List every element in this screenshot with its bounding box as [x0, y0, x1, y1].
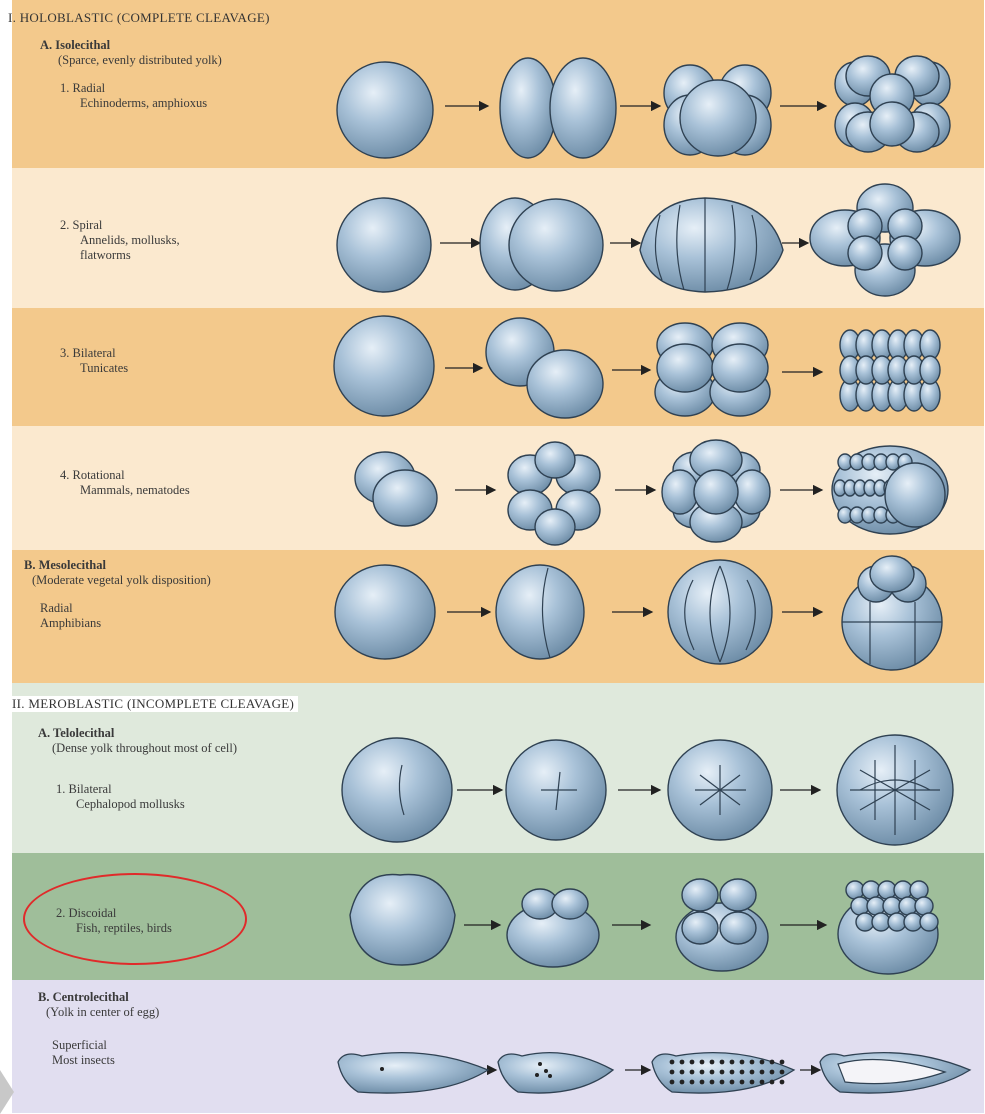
nucleus-dot [770, 1070, 775, 1075]
page-corner-shape [0, 1070, 14, 1114]
embryo-cell [888, 236, 922, 270]
embryo-cell [867, 897, 885, 915]
embryo-cell [915, 897, 933, 915]
embryo-cell [527, 350, 603, 418]
nucleus-dot [670, 1060, 675, 1065]
embryo-cell [904, 913, 922, 931]
nucleus-dot [740, 1070, 745, 1075]
nucleus-dot [535, 1073, 539, 1077]
nucleus-dot [680, 1080, 685, 1085]
nucleus-dot [680, 1060, 685, 1065]
nucleus-dot [710, 1060, 715, 1065]
embryo-cell [910, 881, 928, 899]
nucleus-dot [720, 1080, 725, 1085]
embryo-cell [552, 889, 588, 919]
embryo-cell [535, 509, 575, 545]
nucleus-dot [700, 1060, 705, 1065]
embryo-cell [920, 356, 940, 384]
embryo-cell [872, 913, 890, 931]
embryo-cell [498, 1053, 613, 1093]
nucleus-dot [750, 1070, 755, 1075]
nucleus-dot [780, 1060, 785, 1065]
embryo-cell [682, 912, 718, 944]
embryo-cell [373, 470, 437, 526]
embryo-cell [662, 470, 698, 514]
nucleus-dot [380, 1067, 384, 1071]
nucleus-dot [760, 1070, 765, 1075]
nucleus-dot [700, 1070, 705, 1075]
embryo-cell [550, 58, 616, 158]
nucleus-dot [710, 1070, 715, 1075]
nucleus-dot [720, 1060, 725, 1065]
embryo-cell [856, 913, 874, 931]
embryo-cell [668, 560, 772, 664]
embryo-cell [338, 1053, 488, 1093]
embryo-cell [720, 879, 756, 911]
nucleus-dot [690, 1080, 695, 1085]
nucleus-dot [730, 1070, 735, 1075]
embryo-cell [894, 881, 912, 899]
embryo-cell [883, 897, 901, 915]
embryo-cell [878, 881, 896, 899]
embryo-cell [885, 463, 945, 527]
embryo-cell [720, 912, 756, 944]
nucleus-dot [780, 1070, 785, 1075]
embryo-cell [712, 344, 768, 392]
embryo-cell [682, 879, 718, 911]
embryo-cell [680, 80, 756, 156]
embryo-cell [337, 62, 433, 158]
nucleus-dot [750, 1060, 755, 1065]
nucleus-dot [690, 1060, 695, 1065]
embryo-cell [920, 913, 938, 931]
nucleus-dot [710, 1080, 715, 1085]
nucleus-dot [730, 1060, 735, 1065]
nucleus-dot [670, 1070, 675, 1075]
nucleus-dot [548, 1074, 552, 1078]
nucleus-dot [760, 1080, 765, 1085]
embryo-cell [734, 470, 770, 514]
embryo-cell [535, 442, 575, 478]
nucleus-dot [730, 1080, 735, 1085]
embryo-cell [342, 738, 452, 842]
nucleus-dot [770, 1060, 775, 1065]
nucleus-dot [740, 1060, 745, 1065]
nucleus-dot [780, 1080, 785, 1085]
nucleus-dot [750, 1080, 755, 1085]
nucleus-dot [740, 1080, 745, 1085]
nucleus-dot [720, 1070, 725, 1075]
embryo-cell [496, 565, 584, 659]
embryo-cell [350, 875, 455, 966]
embryo-cell [862, 881, 880, 899]
embryo-cell [509, 199, 603, 291]
nucleus-dot [700, 1080, 705, 1085]
embryo-cell [899, 897, 917, 915]
nucleus-dot [770, 1080, 775, 1085]
embryo-cell [657, 344, 713, 392]
nucleus-dot [538, 1062, 542, 1066]
embryo-cell [335, 565, 435, 659]
nucleus-dot [670, 1080, 675, 1085]
embryo-cell [848, 236, 882, 270]
embryo-cell [334, 316, 434, 416]
embryo-cell-icon [334, 56, 970, 1093]
embryo-cell [870, 556, 914, 592]
nucleus-dot [680, 1070, 685, 1075]
embryo-cell [500, 58, 556, 158]
nucleus-dot [760, 1060, 765, 1065]
embryo-cell [846, 881, 864, 899]
embryo-cell [870, 102, 914, 146]
nucleus-dot [544, 1069, 548, 1073]
nucleus-dot [690, 1070, 695, 1075]
embryo-cell [888, 913, 906, 931]
embryo-cell [337, 198, 431, 292]
embryo-cell [694, 470, 738, 514]
embryo-cell [851, 897, 869, 915]
